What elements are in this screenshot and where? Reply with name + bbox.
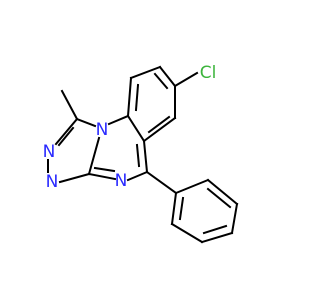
bond-c1-n3-inner [57,126,75,147]
bond-ph4-ph5 [200,231,234,244]
atom-label-chlorine: Cl [200,63,217,83]
bond-ph3-ph4 [230,202,239,235]
atom-label-nitrogen-triazole-bottom: N [46,172,59,192]
bond-ph5-ph6 [170,222,204,244]
bond-c3a-n2 [87,172,117,181]
atom-label-nitrogen-bridge: N [96,120,109,140]
bond-c9-c10 [158,65,177,88]
bond-c9-cl [173,71,199,88]
bond-ph2-ph3 [206,178,239,206]
bond-c5-c6 [142,139,149,174]
bond-c10-c11 [129,65,162,80]
bond-c11-c7 [126,76,133,118]
bond-ph6-ph1-inner [178,196,185,221]
bond-c9-c10-inner [153,72,169,90]
bond-c11-c7-inner [134,83,140,112]
bond-ph2-ph3-inner [206,187,232,209]
bond-c6-c8 [142,116,177,143]
bond-c3a-n2-inner [93,166,116,173]
bond-c6-c8-inner [147,115,171,134]
atom-label-nitrogen-pyrimidine: N [115,171,128,191]
atom-label-nitrogen-triazole-top: N [43,142,56,162]
bond-c1-n3 [54,117,79,146]
molecule-structure: Cl N N N N [43,63,239,244]
bond-c5-phenyl [145,170,178,195]
bond-n2-c5 [126,170,149,182]
bond-c1-n1 [75,117,97,128]
bond-c7-n1 [107,114,130,126]
bond-ph4-ph5-inner [202,224,228,235]
bond-c6-c7 [126,114,146,143]
bond-n4-c3a [58,172,91,184]
bond-n1-c3a [87,136,101,176]
bond-lines [47,65,239,244]
bond-methyl [60,89,79,121]
bond-ph6-ph1 [170,191,178,226]
atom-labels: Cl N N N N [43,63,217,192]
bond-ph1-ph2 [174,178,210,195]
bond-c5-c6-inner [135,143,141,168]
